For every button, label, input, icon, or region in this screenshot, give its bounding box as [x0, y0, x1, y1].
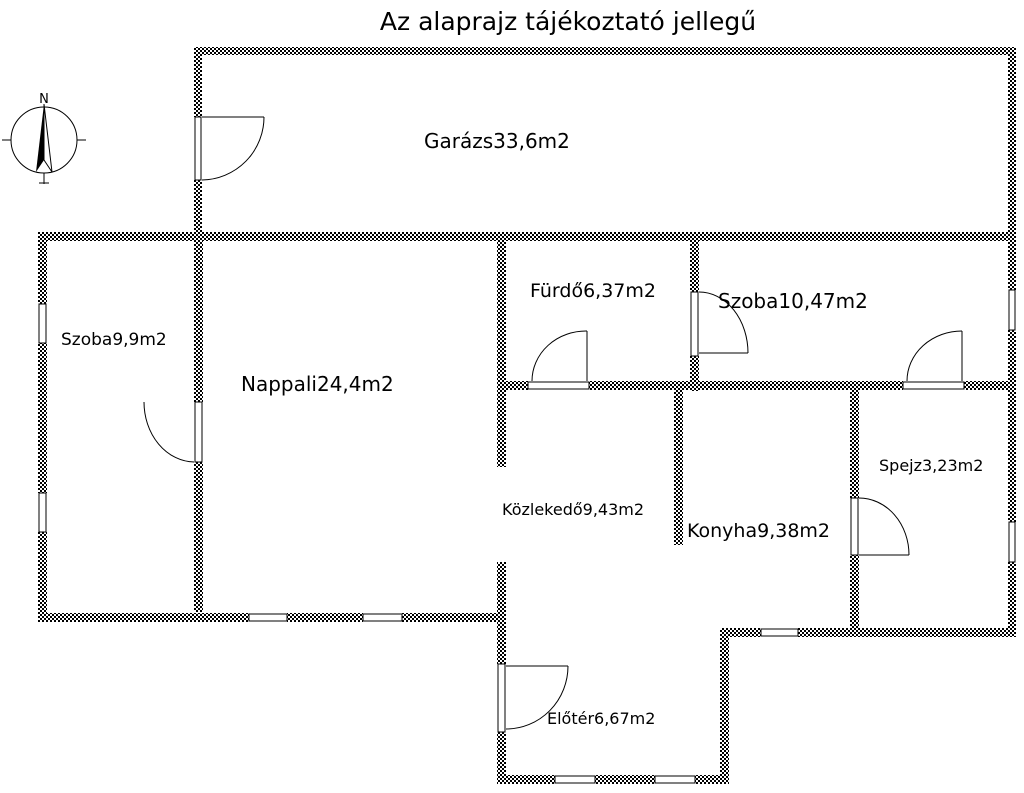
room-label-nappali: Nappali24,4m2: [241, 372, 394, 396]
room-labels: Garázs33,6m2 Szoba9,9m2 Nappali24,4m2 Fü…: [61, 129, 983, 728]
room-label-eloter: Előtér6,67m2: [547, 709, 655, 728]
compass-letter: N: [39, 92, 49, 107]
windows: [38, 289, 1016, 784]
room-label-garazs: Garázs33,6m2: [424, 129, 570, 153]
plan-title: Az alaprajz tájékoztató jellegű: [380, 7, 756, 36]
room-label-szoba-left: Szoba9,9m2: [61, 330, 167, 350]
walls: [38, 47, 1016, 784]
doors: [143, 116, 963, 733]
room-label-furdo: Fürdő6,37m2: [530, 280, 656, 302]
room-label-konyha: Konyha9,38m2: [687, 520, 830, 542]
room-label-szoba-right: Szoba10,47m2: [718, 289, 868, 313]
room-label-kozlekedo: Közlekedő9,43m2: [502, 500, 644, 519]
room-label-spejz: Spejz3,23m2: [879, 456, 983, 475]
north-arrow-icon: N: [2, 92, 86, 184]
